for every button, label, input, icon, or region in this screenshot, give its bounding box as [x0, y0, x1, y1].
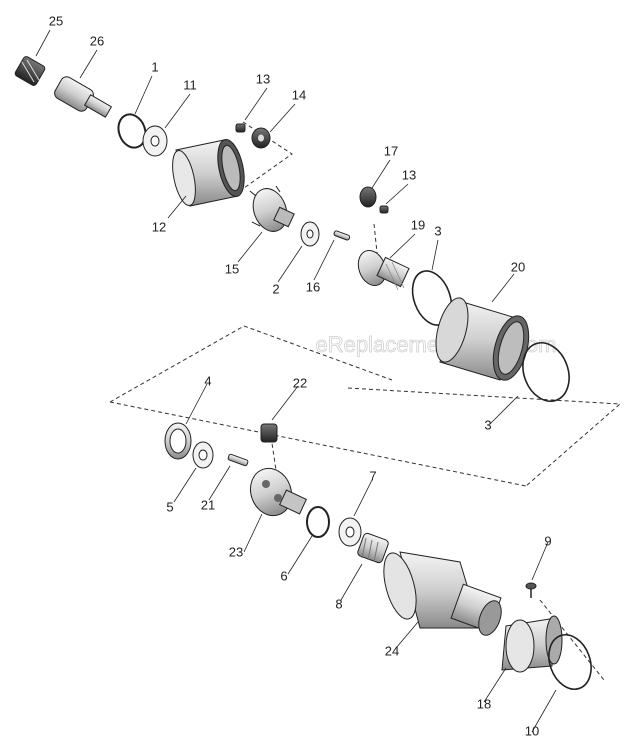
callout-20: 20: [511, 259, 525, 274]
callout-2: 2: [272, 281, 279, 296]
callout-3-lower: 3: [484, 417, 491, 432]
part-10-o-ring: [548, 634, 592, 690]
part-19-carrier: [357, 250, 410, 291]
part-14-planet-gear: [251, 127, 271, 149]
callout-21: 21: [201, 497, 215, 512]
callout-4: 4: [204, 373, 211, 388]
part-2-washer: [300, 221, 320, 247]
part-8-needle-bearing: [357, 532, 389, 564]
part-17-planet-gear: [359, 186, 377, 208]
part-21-pin: [227, 453, 249, 467]
part-7-washer: [338, 517, 362, 547]
callout-24: 24: [385, 643, 399, 658]
part-9-screw: [525, 582, 537, 598]
part-16-pin: [333, 230, 351, 241]
callout-3-upper: 3: [434, 223, 441, 238]
part-15-planet-carrier: [249, 185, 295, 232]
callout-11: 11: [183, 77, 197, 92]
callout-6: 6: [280, 568, 287, 583]
callout-10: 10: [525, 723, 539, 738]
part-26-shaft: [54, 76, 113, 118]
callout-19: 19: [411, 217, 425, 232]
callout-15: 15: [225, 261, 239, 276]
part-6-snap-ring: [306, 506, 330, 538]
part-20-housing: [435, 297, 530, 381]
part-13-pin-lower: [379, 205, 389, 214]
callout-8: 8: [335, 596, 342, 611]
part-22-planet-gear: [260, 423, 278, 443]
part-11-washer: [142, 125, 168, 157]
callout-13-lower: 13: [402, 167, 416, 182]
callout-23: 23: [229, 544, 243, 559]
part-4-bushing: [164, 422, 192, 460]
part-24-housing: [383, 551, 502, 636]
part-18-sleeve: [501, 615, 563, 673]
part-1-snap-ring: [117, 113, 147, 149]
callout-14: 14: [292, 87, 306, 102]
part-12-ring-gear: [172, 139, 245, 207]
callout-12: 12: [152, 219, 166, 234]
part-5-washer: [192, 441, 214, 469]
callout-22: 22: [293, 375, 307, 390]
callout-16: 16: [306, 279, 320, 294]
callout-1: 1: [151, 59, 158, 74]
callout-9: 9: [544, 533, 551, 548]
callout-13-upper: 13: [256, 71, 270, 86]
assembly-axis-lines: [109, 121, 622, 681]
callout-26: 26: [90, 33, 104, 48]
callout-17: 17: [384, 143, 398, 158]
leader-lines: [35, 29, 557, 733]
callout-18: 18: [477, 696, 491, 711]
callout-5: 5: [166, 499, 173, 514]
part-25-spline-drive: [14, 56, 46, 86]
part-13-pin-upper: [235, 123, 246, 133]
part-3-o-ring-lower: [522, 342, 570, 402]
part-23-carrier: [249, 467, 308, 517]
callout-labels: 25 26 1 11 13 14 12 15 2 16 17 13 19 3 2…: [49, 13, 552, 738]
callout-25: 25: [49, 13, 63, 28]
callout-7: 7: [369, 468, 376, 483]
